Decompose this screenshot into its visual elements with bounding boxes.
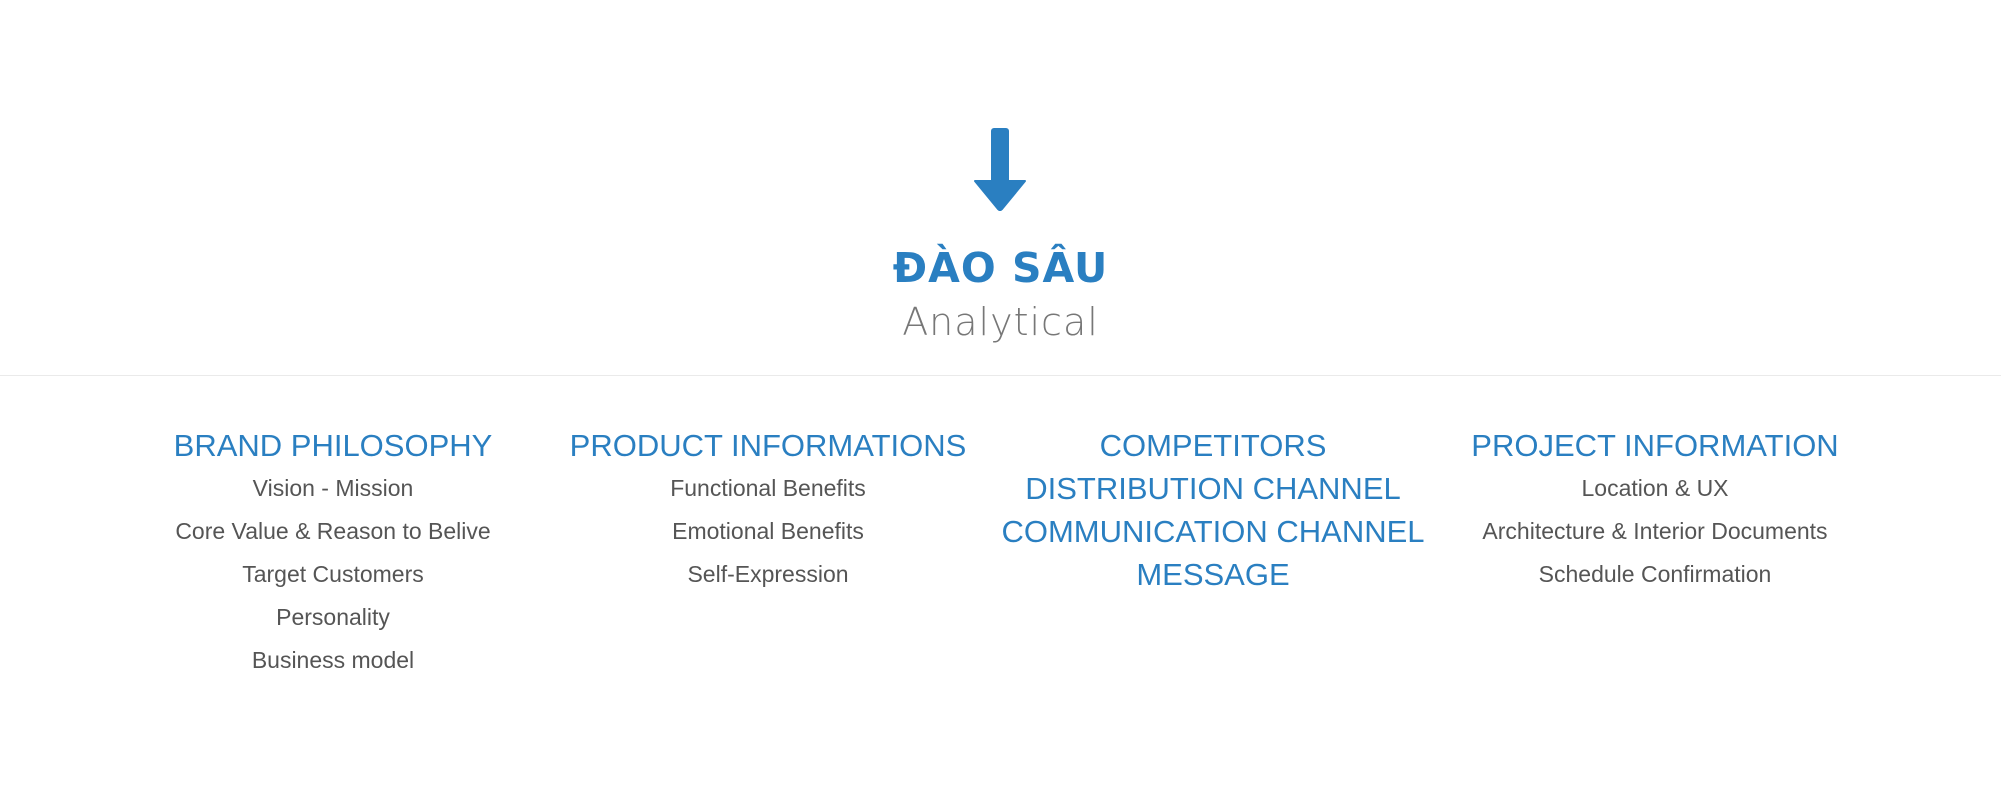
list-item: Vision - Mission	[252, 475, 414, 501]
column-heading: PROJECT INFORMATION	[1471, 428, 1839, 463]
arrow-down-icon	[974, 128, 1026, 211]
column-heading: DISTRIBUTION CHANNEL	[1025, 471, 1401, 506]
column-product-informations: PRODUCT INFORMATIONS Functional Benefits…	[548, 424, 988, 596]
column-brand-philosophy: BRAND PHILOSOPHY Vision - Mission Core V…	[113, 424, 553, 682]
section-subtitle: Analytical	[902, 300, 1099, 344]
column-heading: COMPETITORS	[1099, 428, 1327, 463]
column-heading: BRAND PHILOSOPHY	[173, 428, 493, 463]
column-heading: COMMUNICATION CHANNEL	[1001, 514, 1425, 549]
section-title: ĐÀO SÂU	[892, 244, 1109, 292]
list-item: Target Customers	[242, 561, 424, 587]
list-item: Functional Benefits	[670, 475, 866, 501]
list-item: Core Value & Reason to Belive	[175, 518, 491, 544]
list-item: Self-Expression	[687, 561, 849, 587]
list-item: Architecture & Interior Documents	[1482, 518, 1828, 544]
divider	[0, 375, 2001, 376]
column-heading: MESSAGE	[1136, 557, 1290, 592]
list-item: Business model	[251, 647, 415, 673]
column-heading: PRODUCT INFORMATIONS	[569, 428, 967, 463]
column-project-information: PROJECT INFORMATION Location & UX Archit…	[1435, 424, 1875, 596]
list-item: Emotional Benefits	[672, 518, 864, 544]
list-item: Schedule Confirmation	[1538, 561, 1772, 587]
list-item: Personality	[276, 604, 390, 630]
list-item: Location & UX	[1581, 475, 1729, 501]
column-competitors: COMPETITORS DISTRIBUTION CHANNEL COMMUNI…	[993, 424, 1433, 596]
